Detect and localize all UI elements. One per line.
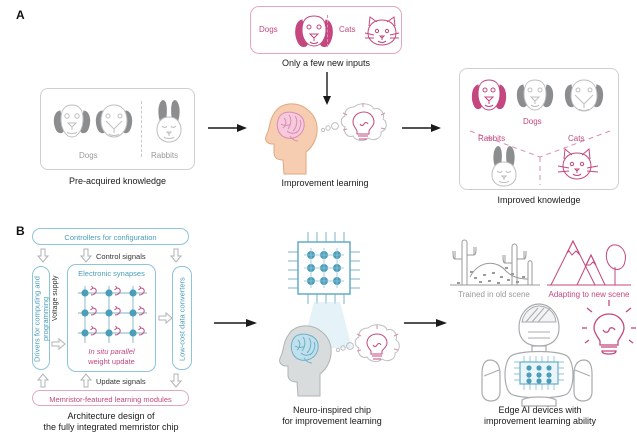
data-converters-box: Low-cost data converters [172, 266, 192, 370]
improved-dogs-label: Dogs [523, 117, 542, 126]
weight-update-label-line1: In situ parallel [88, 347, 135, 356]
arrow-up-outline-left [36, 373, 50, 388]
arrow-right-b-2 [404, 319, 447, 327]
dog-icon-grey-improved-1 [516, 79, 554, 111]
dog-icon-pink [295, 15, 333, 47]
pre-acquired-knowledge-box: Dogs Rabbits [40, 88, 195, 170]
idea-bulb-icon-b [354, 324, 400, 362]
arrow-down-outline-left [36, 248, 50, 263]
panel-letter-a: A [16, 8, 25, 22]
robot-icon [481, 303, 593, 407]
memristor-crossbar-array [78, 285, 147, 343]
arrow-right-outline-converters [158, 311, 173, 325]
data-converters-label: Low-cost data converters [177, 277, 187, 361]
arrow-right-a-1 [208, 124, 247, 132]
controllers-label: Controllers for configuration [64, 233, 157, 242]
electronic-synapses-title: Electronic synapses [78, 269, 145, 278]
weight-update-label-line2: weight update [88, 357, 135, 366]
edge-caption-line1: Edge AI devices with [498, 405, 582, 415]
new-scene-mountain-icon [547, 239, 631, 286]
idea-bulb-icon [340, 103, 387, 141]
arrow-down-inputs [323, 72, 331, 105]
old-scene-label: Trained in old scene [458, 290, 530, 299]
chip-caption-line2: for improvement learning [282, 416, 382, 426]
memristor-chip-icon [288, 232, 360, 304]
dog-icon-grey-1 [53, 104, 91, 138]
knowledge-partition-lines [469, 130, 611, 185]
thought-bubble-icon [320, 122, 339, 133]
improvement-learning-caption: Improvement learning [281, 178, 369, 188]
new-inputs-divider [327, 15, 328, 47]
improved-knowledge-box: Dogs Rabbits Cats [459, 68, 619, 190]
update-signals-label: Update signals [96, 377, 146, 386]
drivers-box: Drivers for computing and programming [32, 266, 50, 370]
new-inputs-box: Dogs Cats [250, 6, 402, 54]
voltage-supply-label: Voltage supply [52, 275, 59, 321]
dog-icon-grey-2 [95, 104, 133, 138]
thought-bubble-icon-b [335, 342, 354, 353]
pre-acquired-divider [141, 101, 142, 157]
arrow-down-outline-right [169, 248, 183, 263]
new-inputs-cats-label: Cats [339, 25, 356, 34]
arrow-right-b-1 [214, 319, 257, 327]
control-signals-label: Control signals [96, 252, 146, 261]
arrow-right-a-2 [402, 124, 441, 132]
architecture-caption-line1: Architecture design of [67, 411, 155, 421]
improved-knowledge-caption: Improved knowledge [497, 195, 581, 205]
memristor-modules-label: Memristor-featured learning modules [49, 394, 172, 404]
cat-icon-pink [364, 16, 400, 46]
improved-rabbits-label: Rabbits [478, 134, 506, 143]
memristor-modules-box: Memristor-featured learning modules [32, 390, 189, 406]
improved-cats-label: Cats [568, 134, 585, 143]
old-scene-desert-icon [450, 239, 540, 286]
drivers-label: Drivers for computing and programming [32, 276, 50, 362]
arrow-up-outline-mid [79, 373, 93, 388]
chip-caption-line1: Neuro-inspired chip [292, 405, 372, 415]
edge-caption-line2: improvement learning ability [483, 416, 597, 426]
rabbit-icon-grey-improved [491, 146, 517, 187]
pre-acquired-caption: Pre-acquired knowledge [68, 176, 167, 186]
arrow-down-outline-converters [169, 373, 183, 388]
human-head-chip-brain-icon [279, 325, 332, 397]
arrow-right-outline-voltage [51, 337, 66, 351]
panel-letter-b: B [16, 224, 25, 238]
pre-acquired-rabbits-label: Rabbits [151, 151, 179, 160]
controllers-box: Controllers for configuration [32, 228, 189, 245]
pre-acquired-dogs-label: Dogs [79, 151, 98, 160]
new-inputs-caption: Only a few new inputs [281, 58, 371, 68]
new-scene-label: Adapting to new scene [548, 290, 630, 299]
architecture-caption-line2: the fully integrated memristor chip [43, 422, 179, 432]
human-head-brain-icon [265, 103, 318, 175]
cat-icon-pink-improved [557, 147, 599, 180]
dog-icon-grey-improved-2 [564, 79, 604, 112]
arrow-down-outline-mid [79, 248, 93, 263]
electronic-synapses-box: Electronic synapses [67, 264, 156, 372]
robot-idea-bulb-icon [582, 300, 636, 355]
rabbit-icon-grey [156, 100, 182, 143]
new-inputs-dogs-label: Dogs [259, 25, 278, 34]
dog-icon-pink-improved [471, 79, 507, 111]
